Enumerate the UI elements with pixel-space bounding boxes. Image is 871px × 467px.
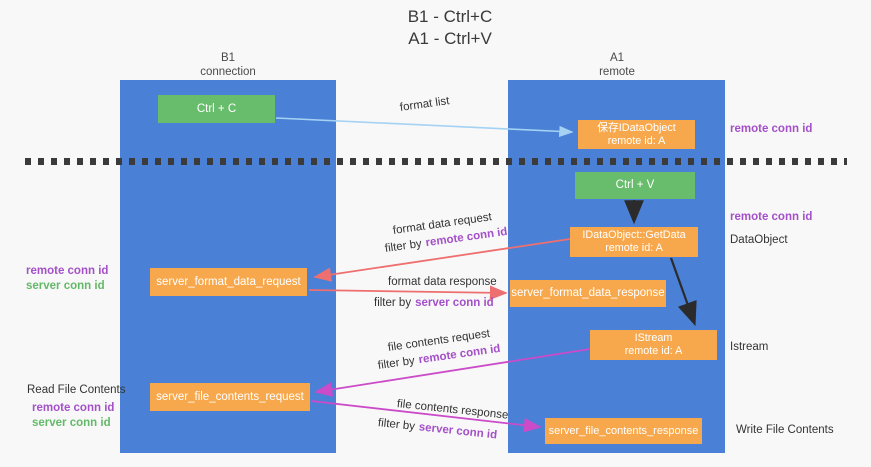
filter-by-text: filter by (377, 354, 416, 372)
ctrl-c-label: Ctrl + C (196, 102, 237, 115)
session-separator (25, 158, 847, 165)
istream-side-label: Istream (730, 341, 769, 353)
server-file-contents-response-label: server_file_contents_response (548, 424, 699, 437)
remote-conn-id-right-top: remote conn id (730, 123, 813, 135)
title-line-1: B1 - Ctrl+C (407, 7, 493, 26)
write-file-contents-label: Write File Contents (736, 424, 834, 436)
read-file-contents-label: Read File Contents (27, 384, 126, 396)
istream-box: IStream remote id: A (590, 330, 717, 360)
lane-b1-name: B1 (220, 52, 236, 64)
server-file-contents-response-box: server_file_contents_response (545, 418, 702, 444)
format-data-response-label: format data response (388, 276, 497, 288)
filter-by-text: filter by (374, 297, 412, 309)
server-format-data-request-label: server_format_data_request (156, 275, 301, 288)
server-file-contents-request-box: server_file_contents_request (150, 383, 310, 411)
dataobject-label: DataObject (730, 234, 788, 246)
lane-a1-subtitle: remote (599, 65, 635, 78)
format-data-response-arrow (308, 285, 508, 300)
lane-b1-subtitle: connection (200, 65, 256, 78)
filter-by-text: filter by (377, 417, 416, 433)
server-conn-id-text: server conn id (418, 421, 498, 442)
file-contents-response-label: file contents response (396, 398, 509, 422)
save-dataobject-line2: remote id: A (607, 134, 666, 147)
format-list-label: format list (399, 95, 451, 114)
server-format-data-response-label: server_format_data_response (511, 287, 665, 299)
server-format-data-request-box: server_format_data_request (150, 268, 307, 296)
server-conn-id-left-2: server conn id (32, 417, 111, 429)
getdata-box: IDataObject::GetData remote id: A (570, 227, 698, 257)
getdata-line2: remote id: A (605, 242, 663, 254)
server-file-contents-request-label: server_file_contents_request (156, 390, 304, 403)
server-conn-id-left-1: server conn id (26, 280, 105, 292)
istream-line2: remote id: A (624, 345, 683, 357)
title-line-2: A1 - Ctrl+V (408, 29, 492, 48)
save-dataobject-line1: 保存IDataObject (597, 121, 676, 134)
remote-conn-id-left-1: remote conn id (26, 265, 109, 277)
lane-header-b1: B1 connection (168, 52, 288, 79)
getdata-line1: IDataObject::GetData (582, 229, 686, 241)
ctrl-v-box: Ctrl + V (575, 172, 695, 199)
remote-conn-id-left-2: remote conn id (32, 402, 115, 414)
server-conn-id-text: server conn id (415, 297, 494, 309)
istream-line1: IStream (634, 332, 673, 344)
filter-by-text: filter by (384, 237, 423, 255)
ctrl-v-label: Ctrl + V (615, 179, 655, 191)
lane-a1-name: A1 (609, 52, 625, 64)
server-format-data-response-box: server_format_data_response (510, 280, 666, 307)
save-dataobject-box: 保存IDataObject remote id: A (578, 120, 695, 149)
diagram-title: B1 - Ctrl+C A1 - Ctrl+V (350, 6, 550, 50)
remote-conn-id-right-mid: remote conn id (730, 211, 813, 223)
lane-header-a1: A1 remote (558, 52, 676, 79)
ctrl-c-box: Ctrl + C (158, 95, 275, 123)
